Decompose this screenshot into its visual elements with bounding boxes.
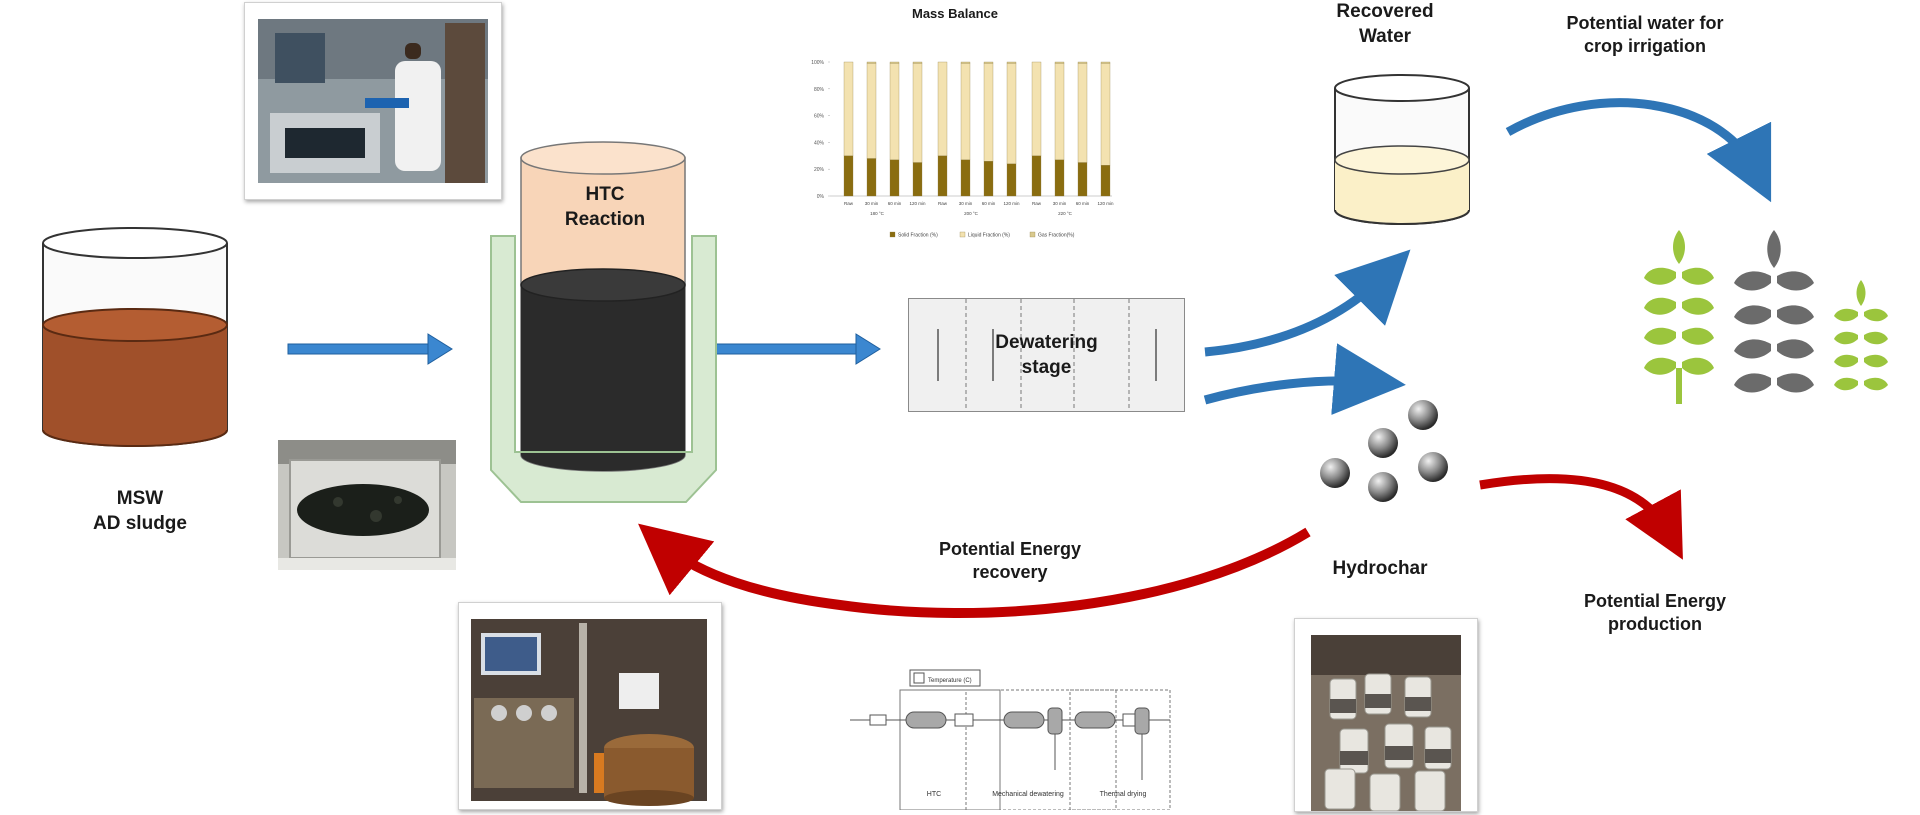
legend-label: Gas Fraction(%) xyxy=(1038,233,1075,239)
arrow-energy-recovery xyxy=(638,523,1311,619)
process-section-htc: HTC xyxy=(927,791,941,798)
y-tick-label: 80% xyxy=(814,87,825,93)
legend-swatch xyxy=(889,231,896,238)
sludge-tray-photo xyxy=(278,440,456,570)
legend-swatch xyxy=(1029,231,1036,238)
bar-segment xyxy=(1100,61,1111,64)
bar-segment xyxy=(912,63,923,163)
x-tick-label: Raw xyxy=(1032,201,1042,206)
bar-segment xyxy=(960,61,971,64)
bar-segment xyxy=(866,61,877,64)
wheat-icon xyxy=(1734,230,1814,393)
bar-segment xyxy=(983,61,994,64)
dewatering-box: Dewatering stage xyxy=(908,298,1185,412)
bar-segment xyxy=(1077,162,1088,197)
process-flow-diagram: Temperature (C) HTC Mechanical dewaterin… xyxy=(840,660,1180,811)
bar-segment xyxy=(1031,61,1042,156)
lab-photo xyxy=(244,2,502,200)
bar-segment xyxy=(866,63,877,159)
dewatering-label: Dewatering stage xyxy=(995,332,1098,378)
bar-segment xyxy=(983,63,994,162)
y-tick-label: 60% xyxy=(814,114,825,120)
x-tick-label: 60 min xyxy=(982,201,996,206)
msw-sludge-label: MSW AD sludge xyxy=(93,488,187,534)
legend-swatch xyxy=(959,231,966,238)
bar-segment xyxy=(843,155,854,197)
bar-segment xyxy=(1054,159,1065,197)
htc-reaction-label: HTC Reaction xyxy=(564,184,646,230)
bar-segment xyxy=(1031,155,1042,197)
bar-segment xyxy=(912,61,923,64)
bar-segment xyxy=(1006,61,1017,64)
pilot-plant-photo xyxy=(458,602,722,810)
group-label: 200 °C xyxy=(964,211,979,216)
bar-segment xyxy=(937,155,948,197)
water-beaker xyxy=(1334,74,1470,225)
bar-segment xyxy=(889,63,900,160)
bar-segment xyxy=(1006,163,1017,197)
arrow-to-recovered-water xyxy=(1204,249,1411,357)
bar-segment xyxy=(889,61,900,64)
group-label: 220 °C xyxy=(1058,211,1073,216)
chart-title: Mass Balance xyxy=(912,6,998,21)
htc-reactor xyxy=(490,141,717,503)
group-label: 180 °C xyxy=(870,211,885,216)
wheat-icon xyxy=(1644,230,1714,404)
legend-label: Liquid Fraction (%) xyxy=(968,233,1010,239)
energy-recovery-label: Potential Energy recovery xyxy=(938,539,1082,583)
y-tick-label: 20% xyxy=(814,167,825,173)
x-tick-label: Raw xyxy=(938,201,948,206)
y-tick-label: 0% xyxy=(817,194,825,200)
energy-production-label: Potential Energy production xyxy=(1583,591,1727,635)
bar-segment xyxy=(889,159,900,197)
mass-balance-chart: Mass Balance 100% 80% 60% 40% 20% 0% Raw 30 min… xyxy=(790,0,1120,248)
x-tick-label: 60 min xyxy=(888,201,902,206)
x-tick-label: 60 min xyxy=(1076,201,1090,206)
bar-segment xyxy=(1006,63,1017,164)
arrow-to-crop-irrigation xyxy=(1505,98,1772,203)
arrow-sludge-to-htc xyxy=(287,333,453,365)
recovered-water-label: Recovered Water xyxy=(1336,1,1434,47)
crop-irrigation-label: Potential water for crop irrigation xyxy=(1566,13,1724,57)
bar-segment xyxy=(1077,61,1088,64)
hydrochar-label: Hydrochar xyxy=(1332,558,1428,579)
bar-segment xyxy=(866,158,877,197)
x-tick-label: 30 min xyxy=(865,201,879,206)
bar-segment xyxy=(937,61,948,156)
x-tick-label: 120 min xyxy=(909,201,926,206)
wheat-icon xyxy=(1834,280,1888,391)
y-tick-label: 40% xyxy=(814,140,825,146)
bar-segment xyxy=(960,159,971,197)
x-tick-label: 30 min xyxy=(1053,201,1067,206)
bar-segment xyxy=(843,61,854,156)
legend-label: Solid Fraction (%) xyxy=(898,233,938,239)
process-section-thermal: Thermal drying xyxy=(1100,791,1147,798)
x-tick-label: Raw xyxy=(844,201,854,206)
process-header: Temperature (C) xyxy=(928,678,972,684)
bar-segment xyxy=(960,63,971,160)
bar-segment xyxy=(912,162,923,197)
bar-segment xyxy=(1100,63,1111,166)
bar-segment xyxy=(1077,63,1088,163)
arrow-to-energy-production xyxy=(1479,474,1683,560)
bar-segment xyxy=(1054,63,1065,160)
bar-segment xyxy=(1054,61,1065,64)
x-tick-label: 120 min xyxy=(1003,201,1020,206)
sludge-beaker xyxy=(42,227,228,447)
y-tick-label: 100% xyxy=(811,60,824,66)
arrow-htc-to-dewatering xyxy=(715,333,881,365)
process-section-mechanical: Mechanical dewatering xyxy=(992,791,1064,798)
x-tick-label: 120 min xyxy=(1097,201,1114,206)
arrow-to-hydrochar xyxy=(1203,343,1406,416)
x-tick-label: 30 min xyxy=(959,201,973,206)
hydrochar-jars-photo xyxy=(1294,618,1478,812)
bar-segment xyxy=(1100,165,1111,197)
pellet-icon xyxy=(1320,400,1448,502)
bar-segment xyxy=(983,161,994,197)
